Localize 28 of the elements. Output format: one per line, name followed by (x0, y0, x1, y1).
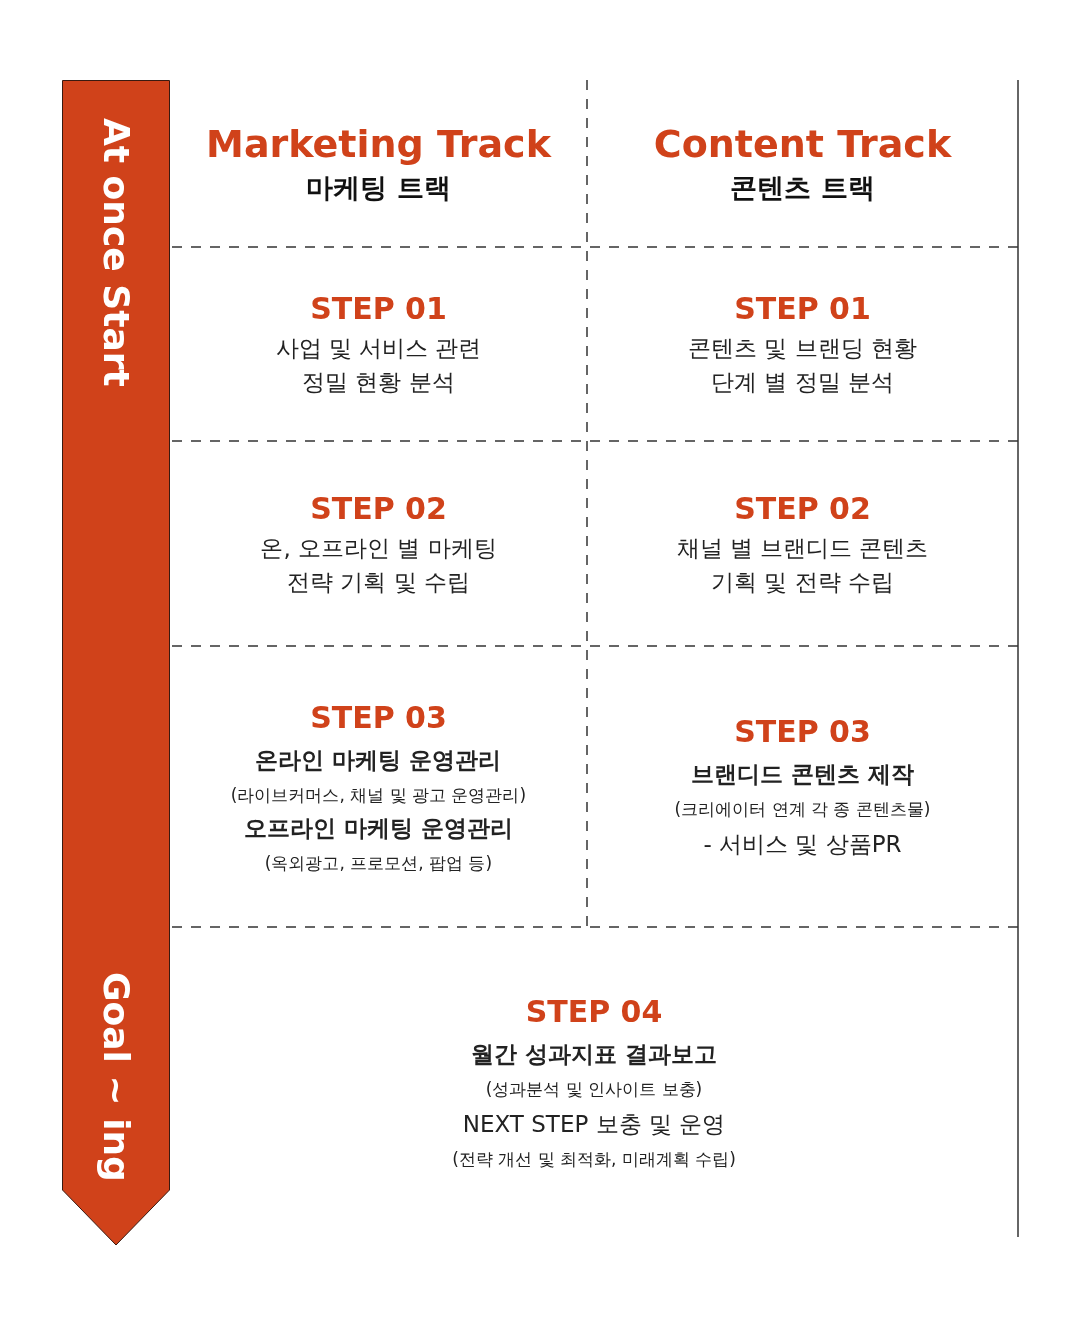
start-label: At once Start (95, 118, 138, 387)
step-description: 콘텐츠 및 브랜딩 현황 단계 별 정밀 분석 (687, 334, 918, 397)
step-label: STEP 04 (525, 993, 663, 1031)
step-label: STEP 03 (310, 698, 447, 737)
step-description: 온, 오프라인 별 마케팅 전략 기획 및 수립 (259, 533, 498, 597)
goal-label: Goal ~ ing (95, 972, 138, 1182)
task-note: (전략 개선 및 최적화, 미래계획 수립) (452, 1148, 736, 1171)
task-text: - 서비스 및 상품PR (703, 829, 902, 859)
task-heading: 브랜디드 콘텐츠 제작 (691, 759, 914, 789)
task-heading: 오프라인 마케팅 운영관리 (244, 813, 513, 843)
step-description: 채널 별 브랜디드 콘텐츠 기획 및 전략 수립 (675, 533, 930, 597)
task-note: (옥외광고, 프로모션, 팝업 등) (264, 851, 493, 875)
track-subtitle: 콘텐츠 트랙 (730, 170, 875, 205)
task-heading: 월간 성과지표 결과보고 (471, 1040, 717, 1069)
step-label: STEP 01 (310, 290, 447, 328)
track-subtitle: 마케팅 트랙 (306, 170, 451, 205)
task-heading: 온라인 마케팅 운영관리 (255, 745, 502, 775)
step-label: STEP 02 (310, 489, 447, 528)
track-title: Content Track (653, 120, 952, 168)
step-description: 사업 및 서비스 관련 정밀 현황 분석 (274, 334, 483, 397)
task-note: (크리에이터 연계 각 종 콘텐츠물) (674, 797, 931, 821)
step-label: STEP 03 (734, 712, 871, 751)
step-label: STEP 01 (734, 290, 871, 328)
task-note: (성과분석 및 인사이트 보충) (485, 1078, 703, 1101)
task-text: NEXT STEP 보충 및 운영 (462, 1110, 726, 1139)
step-label: STEP 02 (734, 489, 871, 528)
task-note: (라이브커머스, 채널 및 광고 운영관리) (230, 783, 527, 807)
track-title: Marketing Track (206, 120, 551, 168)
